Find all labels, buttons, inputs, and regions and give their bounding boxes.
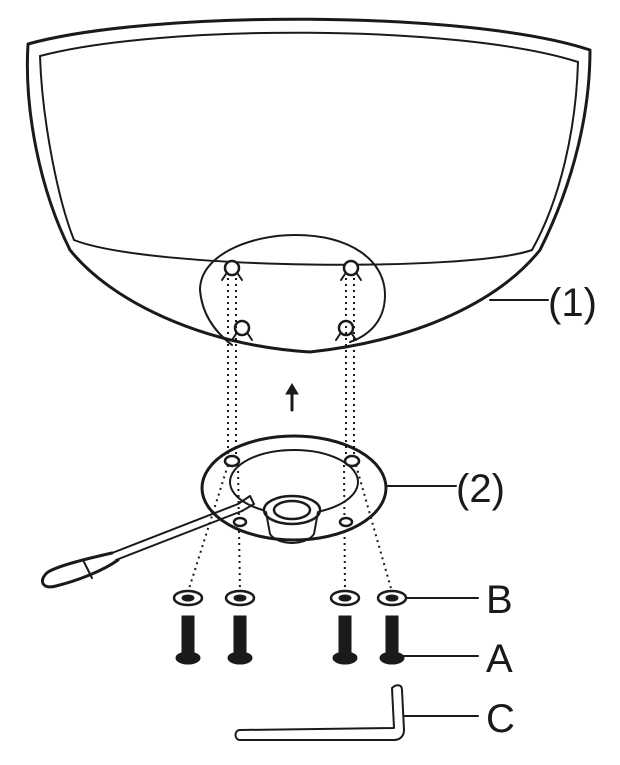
label-washer-b: B [486, 578, 513, 622]
label-part-2: (2) [456, 467, 505, 511]
label-allen-key-c: C [486, 697, 515, 741]
arrow-up-icon [285, 383, 299, 412]
alignment-dotted-lines [187, 278, 393, 593]
label-part-1: (1) [548, 281, 597, 325]
seat-mount-area [199, 234, 386, 346]
screwdriver [40, 495, 255, 589]
mechanism-plate [200, 434, 388, 544]
label-bolt-a: A [486, 637, 513, 681]
bolts-a [175, 615, 405, 665]
allen-key-c [234, 684, 405, 741]
seat-shell [25, 17, 592, 354]
washers-b [172, 589, 408, 607]
